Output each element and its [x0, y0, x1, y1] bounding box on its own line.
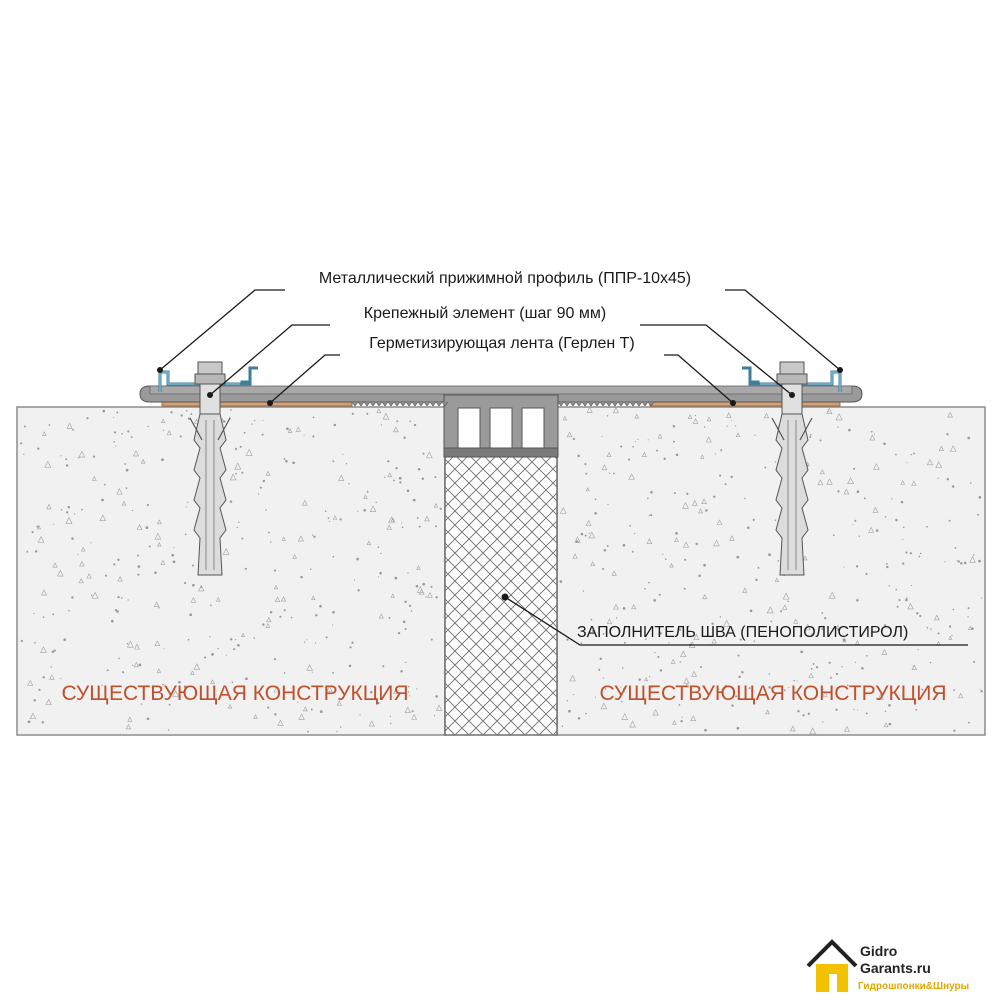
concrete-block-right: [556, 406, 986, 736]
label-fastener: Крепежный элемент (шаг 90 мм): [364, 305, 606, 322]
anchor-right: [771, 361, 813, 576]
label-structure-right: СУЩЕСТВУЮЩАЯ КОНСТРУКЦИЯ: [599, 682, 946, 705]
leader-tape-left: [269, 354, 340, 404]
house-icon: [806, 939, 858, 992]
label-structure-left: СУЩЕСТВУЮЩАЯ КОНСТРУКЦИЯ: [61, 682, 408, 705]
leader-profile-right: [725, 289, 841, 371]
leader-filler: [504, 596, 968, 646]
logo-slogan: Гидрошпонки&Шнуры: [858, 981, 969, 992]
logo-line1: Gidro: [860, 943, 897, 959]
joint-filler: [444, 454, 558, 736]
logo-line2: Garants.ru: [860, 960, 931, 976]
leader-dots: [157, 367, 843, 601]
label-tape: Герметизирующая лента (Герлен Т): [369, 335, 635, 352]
label-filler: ЗАПОЛНИТЕЛЬ ШВА (ПЕНОПОЛИСТИРОЛ): [577, 624, 908, 641]
profile-central-body: [443, 394, 559, 458]
profile-ribs: [351, 401, 655, 407]
leader-fastener-right: [640, 324, 793, 396]
concrete-block-left: [16, 406, 446, 736]
logo: Gidro Garants.ru Гидрошпонки&Шнуры: [806, 939, 969, 992]
anchor-left: [189, 361, 231, 576]
leader-tape-right: [664, 354, 734, 404]
leader-fastener-left: [209, 324, 330, 396]
leader-profile-left: [159, 289, 285, 371]
label-profile: Металлический прижимной профиль (ППР-10х…: [319, 270, 691, 287]
concrete-aggregate-dots: [20, 406, 983, 735]
profile-flange-bar: [149, 385, 853, 395]
leader-lines: [159, 289, 968, 646]
